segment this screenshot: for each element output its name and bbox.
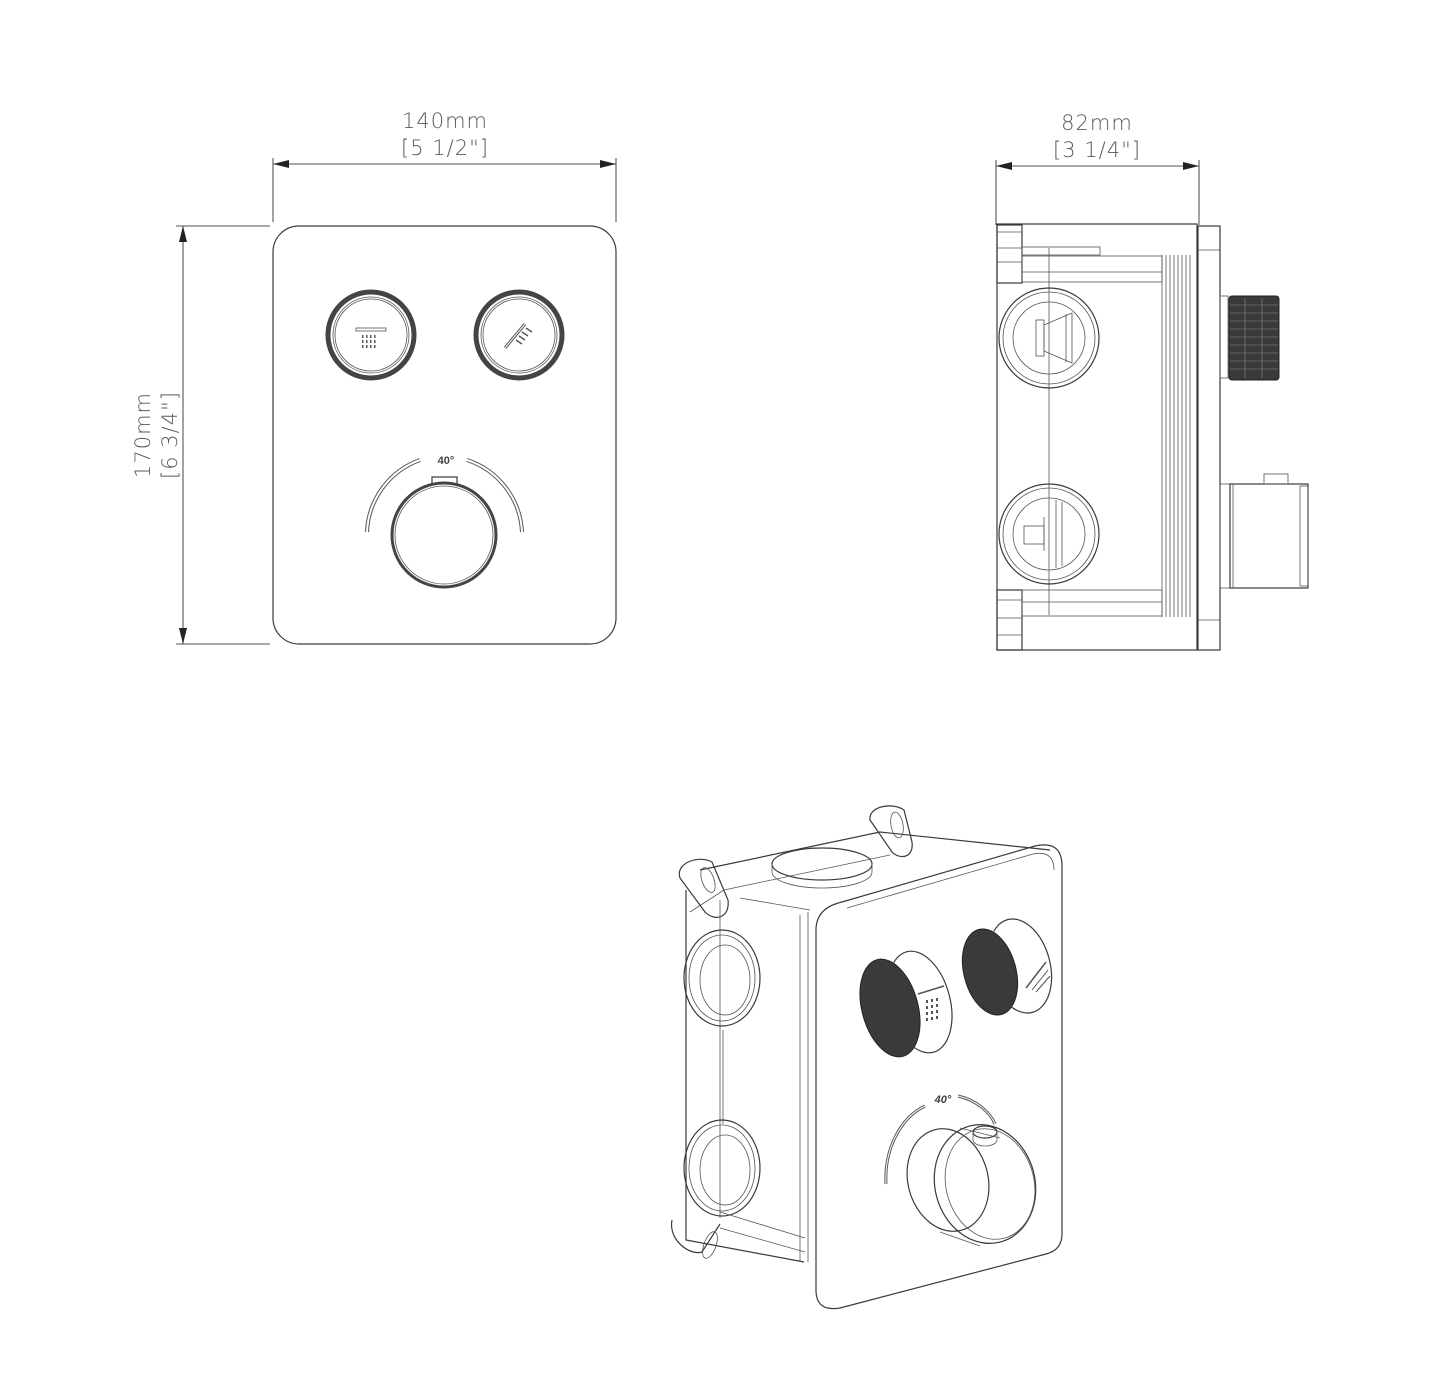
iso-thermostatic-knob: 40°	[884, 1094, 1037, 1247]
side-knurled-knob	[1219, 295, 1280, 381]
iso-hand-shower-knob	[961, 918, 1053, 1016]
lower-port	[998, 483, 1100, 585]
hand-shower-button[interactable]	[473, 289, 565, 381]
side-thermostat-cylinder	[1219, 473, 1309, 589]
iso-upper-port	[683, 929, 761, 1027]
iso-temperature-label: 40°	[934, 1094, 952, 1106]
height-metric-label: 170mm	[131, 392, 155, 478]
rain-shower-icon	[355, 327, 387, 348]
temperature-label: 40°	[438, 455, 455, 467]
height-dimension: 170mm [6 3/4"]	[131, 225, 270, 645]
width-metric-label: 140mm	[402, 109, 488, 133]
height-imperial-label: [6 3/4"]	[158, 391, 182, 479]
front-view: 140mm [5 1/2"] 170mm [6 3/4"]	[131, 109, 617, 645]
depth-imperial-label: [3 1/4"]	[1053, 138, 1141, 162]
iso-faceplate	[815, 844, 1063, 1310]
width-dimension: 140mm [5 1/2"]	[272, 109, 617, 222]
hand-shower-icon	[503, 323, 533, 349]
width-imperial-label: [5 1/2"]	[401, 136, 489, 160]
upper-port	[998, 287, 1100, 389]
valve-body	[996, 223, 1198, 651]
isometric-view: 40°	[671, 805, 1063, 1310]
depth-metric-label: 82mm	[1061, 111, 1133, 135]
overhead-shower-button[interactable]	[325, 289, 417, 381]
depth-dimension: 82mm [3 1/4"]	[995, 111, 1200, 225]
iso-overhead-shower-knob	[859, 950, 953, 1058]
threaded-section	[1161, 255, 1191, 617]
thermostatic-knob[interactable]: 40°	[365, 455, 524, 589]
faceplate	[272, 225, 617, 645]
side-view: 82mm [3 1/4"]	[995, 111, 1309, 651]
iso-lower-port	[683, 1119, 761, 1217]
